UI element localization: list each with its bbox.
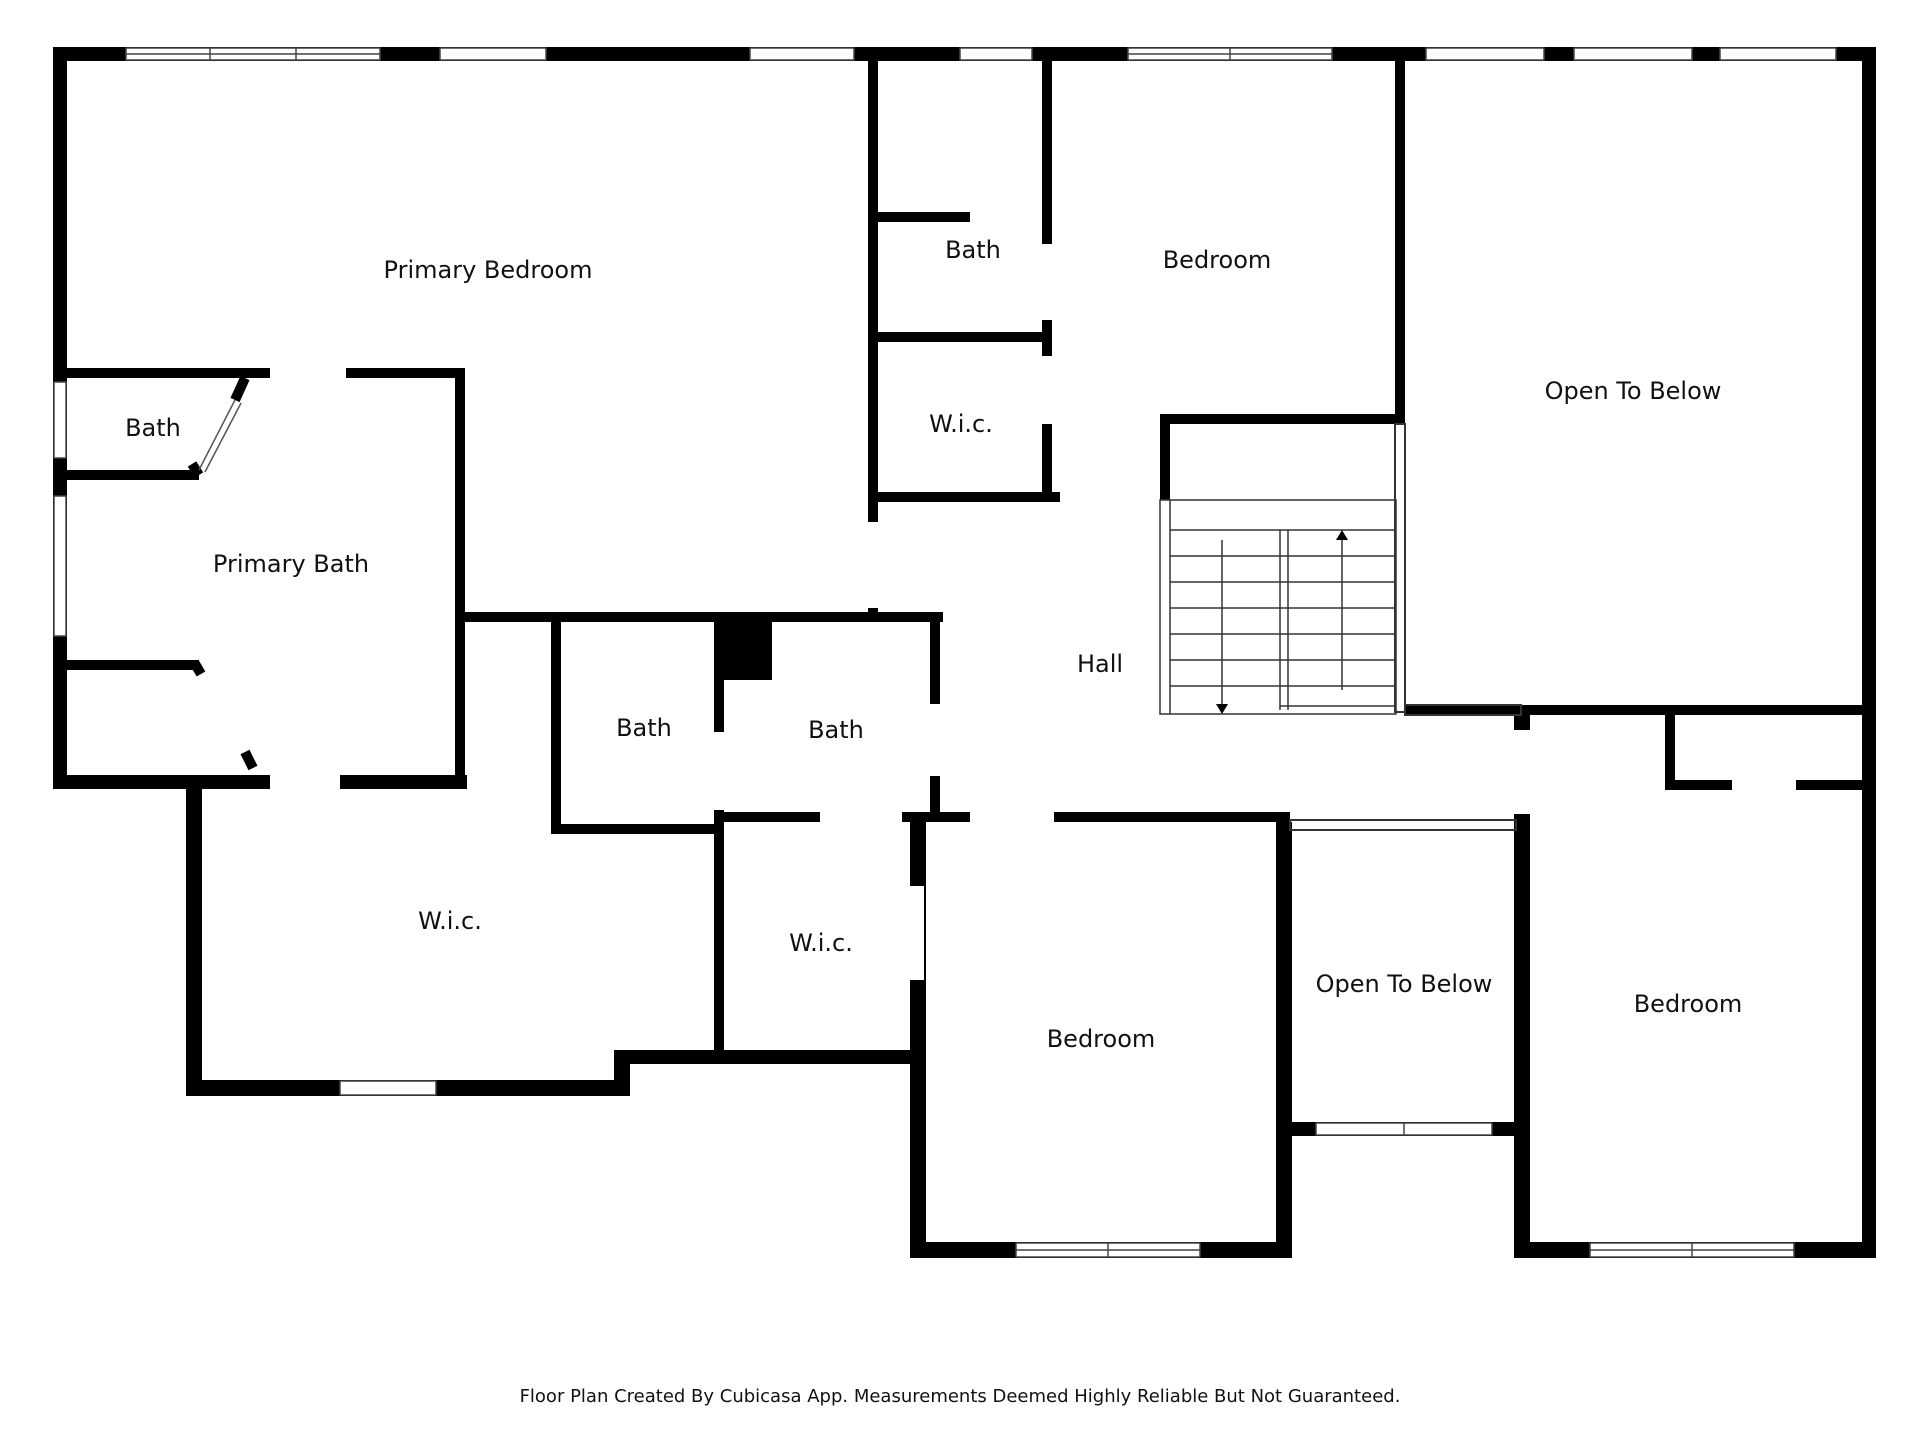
window-top-6	[1425, 47, 1545, 61]
wall-bath-mid-left-bottom	[551, 824, 723, 834]
railing-open-below-bottom	[1289, 819, 1517, 831]
window-wic-bottom	[339, 1080, 437, 1096]
wall-bedroom-mid-top	[912, 812, 1290, 822]
door-wic-left	[270, 773, 340, 791]
angled-wall-bath-bottom	[187, 461, 204, 478]
label-primary-bedroom: Primary Bedroom	[384, 256, 593, 284]
stair-outline	[1159, 499, 1397, 715]
label-wic-left: W.i.c.	[418, 907, 482, 935]
footer-disclaimer: Floor Plan Created By Cubicasa App. Meas…	[520, 1386, 1401, 1407]
label-bath-left: Bath	[125, 414, 181, 442]
wall-bath-left-bottom	[53, 470, 199, 480]
label-open-to-below-bottom: Open To Below	[1316, 970, 1493, 998]
door-wic-mid-side	[910, 886, 924, 980]
wall-bedroom-top-right	[1395, 47, 1405, 421]
angled-door-bath	[198, 399, 242, 473]
wall-bath-mid-left-left	[551, 612, 561, 834]
label-bath-mid-left: Bath	[616, 714, 672, 742]
door-wic-mid	[820, 810, 902, 824]
wall-stair-left	[1160, 414, 1170, 500]
window-top-2	[439, 47, 547, 61]
label-wic-top: W.i.c.	[929, 410, 993, 438]
door-openings	[270, 244, 1796, 980]
wall-right	[1862, 47, 1876, 1257]
window-left-2	[53, 495, 67, 637]
railing-open-below-top	[1394, 423, 1406, 713]
wall-primary-bath-stub	[53, 660, 199, 670]
wall-closet-right-left	[1665, 705, 1675, 789]
door-bath-mid	[928, 704, 942, 776]
room-labels: Primary Bedroom Bath Bedroom Open To Bel…	[125, 236, 1742, 1053]
window-top-4	[959, 47, 1033, 61]
wall-open-below-left	[1276, 822, 1292, 1258]
door-bedroom-right	[1512, 730, 1532, 814]
label-bath-top: Bath	[945, 236, 1001, 264]
window-top-8	[1719, 47, 1837, 61]
stair-arrows	[1216, 530, 1348, 714]
stairs	[1159, 499, 1397, 715]
window-left-1	[53, 381, 67, 459]
door-bedroom-top	[1060, 490, 1150, 504]
stair-arrow-down-icon	[1216, 704, 1228, 714]
window-top-3	[749, 47, 855, 61]
door-bath-mid-left	[712, 732, 726, 810]
wall-wic-left	[186, 775, 202, 1093]
wall-chimney	[722, 620, 772, 680]
label-wic-mid: W.i.c.	[789, 929, 853, 957]
railing-stair-bottom	[1404, 704, 1522, 716]
angled-wall-primary-bath-door	[240, 749, 258, 771]
angled-walls	[187, 375, 258, 771]
label-bedroom-bottom-mid: Bedroom	[1047, 1025, 1156, 1053]
door-primary-bedroom-hall	[866, 522, 880, 608]
wall-bedroom-right-left	[1514, 710, 1530, 1258]
label-primary-bath: Primary Bath	[213, 550, 369, 578]
angled-wall-bath-top	[230, 375, 250, 403]
label-open-to-below-top: Open To Below	[1545, 377, 1722, 405]
label-bedroom-top: Bedroom	[1163, 246, 1272, 274]
label-bedroom-bottom-right: Bedroom	[1634, 990, 1743, 1018]
window-mullions	[126, 48, 1794, 1257]
door-wic-top	[1040, 356, 1054, 424]
railings	[1289, 423, 1522, 831]
wall-primary-bath-right	[455, 368, 465, 782]
wall-bath-divider	[714, 612, 724, 1052]
window-top-7	[1573, 47, 1693, 61]
wall-primary-bedroom-bottom	[455, 612, 943, 622]
wall-wic-top-bottom	[868, 492, 1064, 502]
label-bath-mid: Bath	[808, 716, 864, 744]
walls	[53, 47, 1876, 1258]
door-closet-right	[1732, 778, 1796, 792]
door-primary-bath	[270, 366, 346, 380]
wall-bedroom-top-bottom	[1160, 414, 1405, 424]
stair-arrow-up-icon	[1336, 530, 1348, 540]
wall-primary-bath-bottom	[53, 775, 467, 789]
wall-wic-step-top	[614, 1050, 920, 1064]
door-swing-line	[198, 399, 236, 471]
door-swing-line	[204, 402, 242, 473]
label-hall: Hall	[1077, 650, 1123, 678]
wall-primary-bath-top	[53, 368, 463, 378]
door-bedroom-mid	[970, 810, 1054, 824]
door-bath-top	[1040, 244, 1054, 320]
wall-open-below-top-bottom	[1405, 705, 1876, 715]
angled-wall-primary-bath	[189, 659, 206, 677]
windows	[53, 47, 1837, 1258]
wall-bath-top-stub	[868, 212, 970, 222]
wall-bath-top-bottom	[868, 332, 1052, 342]
